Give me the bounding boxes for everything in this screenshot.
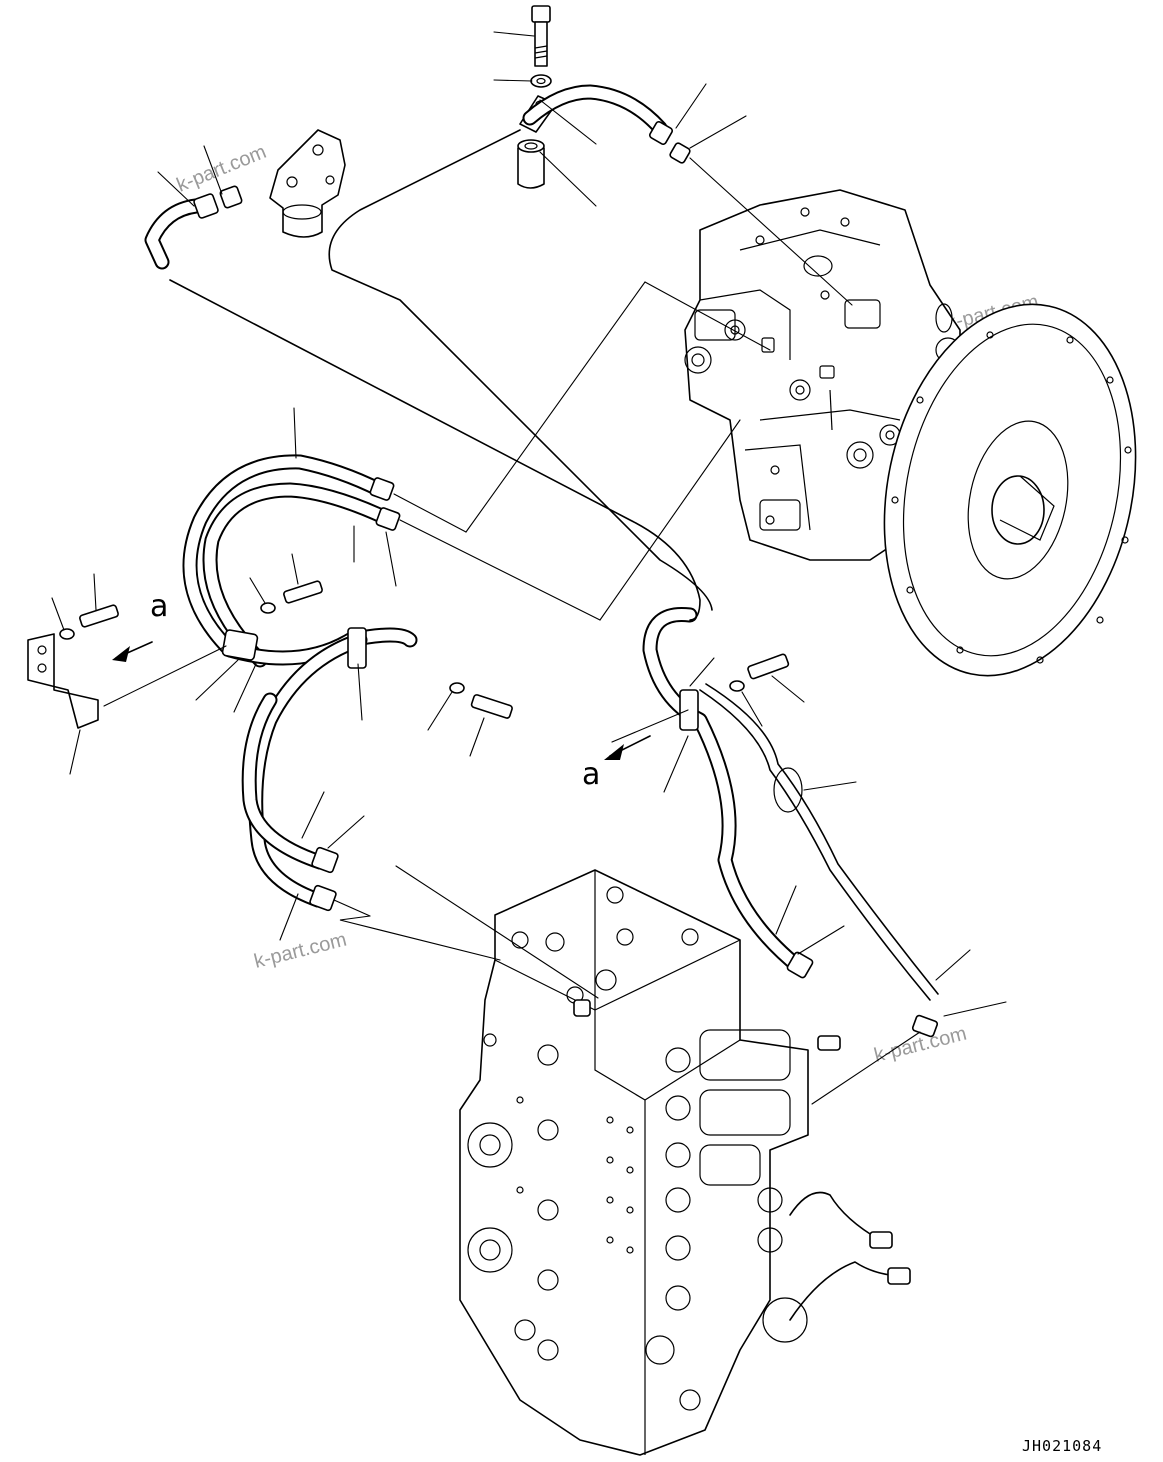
bolt-mid [283, 580, 323, 604]
pilot-valve-block [269, 129, 346, 238]
bolt-right [747, 653, 790, 680]
watermark-1: k-part.com [174, 141, 270, 197]
spacer-collar [517, 147, 545, 189]
hose-fittings [193, 121, 939, 1038]
bolt-shank [534, 21, 548, 67]
watermark-3: k-part.com [252, 929, 349, 973]
hoses [144, 84, 939, 1001]
bolt-left [79, 604, 119, 628]
view-indicators: a a [112, 589, 651, 792]
arrow-right-icon [604, 744, 624, 760]
drive-shaft [991, 475, 1045, 545]
washer-center [449, 682, 465, 694]
control-valve [459, 869, 911, 1456]
washer-mid [260, 602, 276, 614]
washer-left [59, 628, 75, 640]
arrow-left-icon [112, 646, 130, 662]
washer [530, 74, 552, 88]
bolt-head [531, 5, 551, 23]
leader-lines [51, 31, 1007, 1105]
view-label-a-right: a [582, 757, 600, 792]
washer-right [729, 680, 745, 692]
connector-1 [869, 1231, 893, 1249]
bracket-assembly [27, 580, 790, 729]
mounting-bracket [27, 633, 99, 729]
long-pipe [169, 129, 713, 621]
view-label-a-left: a [150, 589, 168, 624]
drawing-code: JH021084 [1022, 1437, 1102, 1455]
connector-2 [887, 1267, 911, 1285]
bolt-center [470, 694, 513, 719]
hydraulic-pump [684, 189, 1137, 677]
